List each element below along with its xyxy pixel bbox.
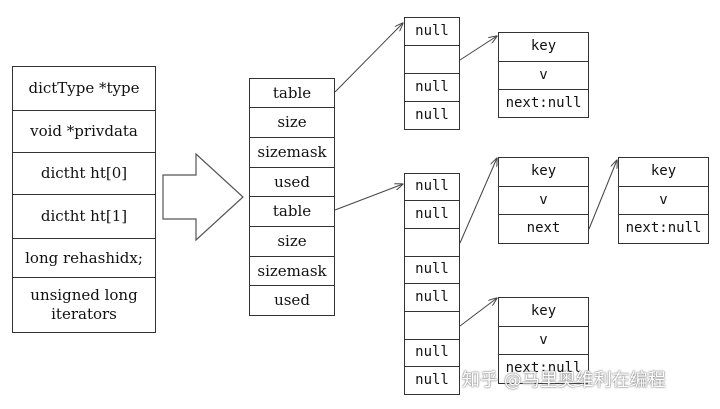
table0-slot: null (404, 73, 460, 102)
dictht0-used: used (249, 167, 335, 197)
dict-field-rehashidx: long rehashidx; (12, 238, 156, 278)
table0-slot: null (404, 17, 460, 46)
dictht0-table: table (249, 78, 335, 108)
pointer-arrow (588, 160, 617, 230)
dictht1-sizemask: sizemask (249, 256, 335, 286)
pointer-arrow (459, 158, 497, 244)
watermark: 知乎 @马里奥维利在编程 (462, 370, 666, 391)
pointer-arrow (459, 36, 497, 61)
dictht1-used: used (249, 285, 335, 316)
table1-slot: null (404, 200, 460, 229)
dict-field-ht0: dictht ht[0] (12, 152, 156, 195)
table1-slot: null (404, 339, 460, 367)
table1-slot: null (404, 256, 460, 284)
entry3-next: next:null (618, 214, 709, 244)
dictht1-table: table (249, 196, 335, 227)
pointer-arrow (459, 298, 497, 327)
table1-slot (404, 228, 460, 257)
dictht0-size: size (249, 107, 335, 138)
pointer-arrow (334, 184, 403, 211)
dict-field-type: dictType *type (12, 66, 156, 111)
entry1-value: v (498, 61, 589, 90)
entry4-next: next:null (498, 354, 589, 384)
entry4-value: v (498, 326, 589, 355)
table1-slot: null (404, 283, 460, 312)
table0-slot: null (404, 101, 460, 130)
dictht0-sizemask: sizemask (249, 137, 335, 168)
table1-slot: null (404, 366, 460, 395)
entry2-next: next (498, 214, 589, 244)
pointer-arrow (334, 23, 403, 93)
dict-field-iterators: unsigned long iterators (12, 277, 156, 333)
entry2-value: v (498, 186, 589, 215)
dictht1-size: size (249, 226, 335, 257)
block-arrow-shape (162, 152, 244, 242)
entry1-next: next:null (498, 89, 589, 118)
